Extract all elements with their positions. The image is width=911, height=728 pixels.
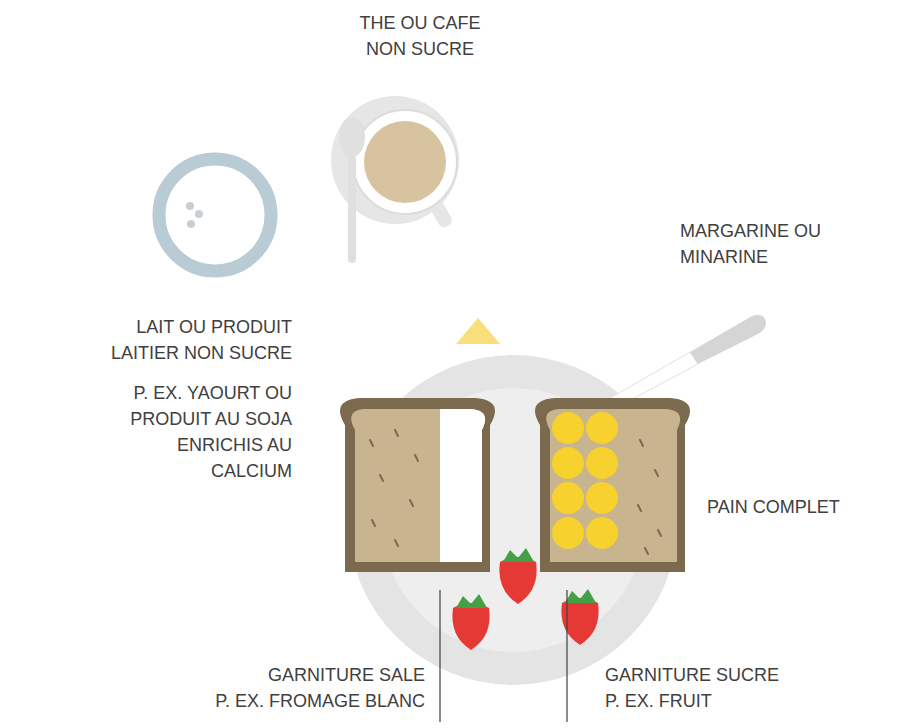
leader-line xyxy=(566,590,567,722)
strawberries xyxy=(452,548,598,650)
topping-label: GARNITURE SALE xyxy=(268,662,425,688)
topping-example-label: P. EX. FROMAGE BLANC xyxy=(215,688,425,714)
dairy-label: LAIT OU PRODUIT LAITIER NON SUCRE xyxy=(92,314,292,366)
butter xyxy=(456,318,500,344)
drink-label: THE OU CAFE NON SUCRE xyxy=(350,10,490,62)
toast-savoury xyxy=(340,398,495,572)
toast-sweet xyxy=(535,398,690,572)
milk-bowl xyxy=(159,159,271,271)
dairy-example-label: P. EX. YAOURT OU PRODUIT AU SOJA ENRICHI… xyxy=(102,380,292,484)
bread-label: PAIN COMPLET xyxy=(707,494,840,520)
coffee-cup xyxy=(331,96,459,263)
spread-label: MARGARINE OU MINARINE xyxy=(680,218,845,270)
topping-label: GARNITURE SUCRE xyxy=(605,662,779,688)
knife xyxy=(600,315,766,410)
topping-example-label: P. EX. FRUIT xyxy=(605,688,712,714)
leader-line xyxy=(439,590,440,722)
